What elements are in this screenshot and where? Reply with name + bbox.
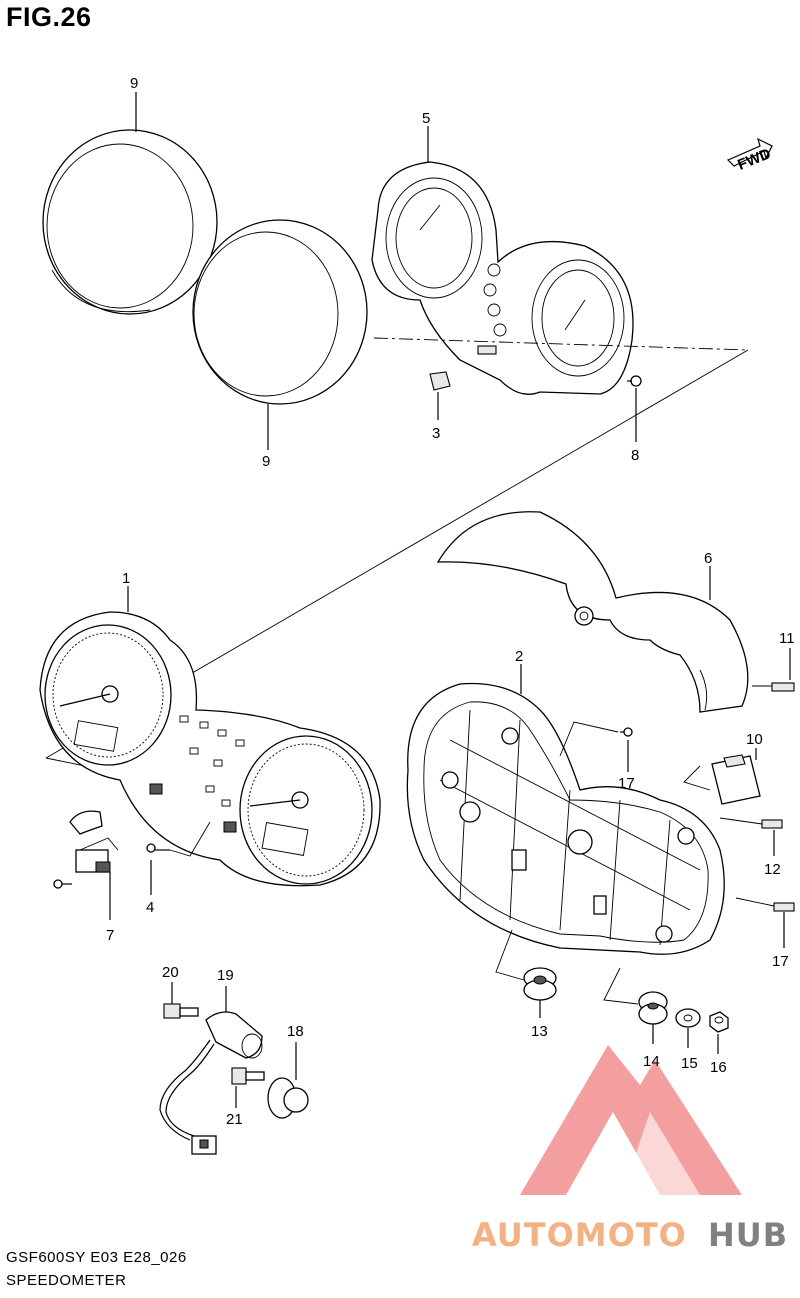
part-12-screw [719, 817, 783, 856]
callout-9-upper: 9 [130, 75, 138, 92]
callout-17-upper: 17 [618, 775, 635, 792]
part-8-screw [627, 375, 642, 442]
figure-title: FIG.26 [6, 2, 92, 32]
callout-12: 12 [764, 861, 781, 878]
part-7-bulb-socket [53, 810, 119, 920]
callout-18: 18 [287, 1023, 304, 1040]
part-2-meter-case [406, 682, 725, 955]
part-11-screw [752, 648, 795, 692]
part-4-screw [146, 821, 211, 895]
part-3-knob [429, 371, 451, 420]
diagram-code: GSF600SY E03 E28_026 [6, 1249, 187, 1266]
callout-14: 14 [643, 1053, 660, 1070]
callout-10: 10 [746, 731, 763, 748]
part-21-bolt [231, 1067, 265, 1108]
callout-labels: 9 5 9 3 8 1 6 2 11 10 17 12 17 7 4 13 14… [106, 75, 795, 1128]
part-18-gear [267, 1042, 309, 1119]
part-9-cover-ring-upper [42, 129, 218, 315]
part-16-nut [709, 1011, 729, 1054]
part-13-grommet [495, 929, 557, 1018]
callout-15: 15 [681, 1055, 698, 1072]
part-17-screw-upper [559, 721, 633, 772]
callout-17-lower: 17 [772, 953, 789, 970]
part-19-sensor [159, 986, 263, 1155]
callout-20: 20 [162, 964, 179, 981]
part-20-bolt [163, 982, 199, 1019]
callout-7: 7 [106, 927, 114, 944]
watermark-text-hub: HUB [708, 1216, 788, 1254]
part-17-screw-lower [735, 897, 795, 948]
callout-3: 3 [432, 425, 440, 442]
callout-1: 1 [122, 570, 130, 587]
callout-13: 13 [531, 1023, 548, 1040]
callout-21: 21 [226, 1111, 243, 1128]
callout-19: 19 [217, 967, 234, 984]
callout-6: 6 [704, 550, 712, 567]
callout-2: 2 [515, 648, 523, 665]
callout-4: 4 [146, 899, 154, 916]
callout-9-lower: 9 [262, 453, 270, 470]
callout-8: 8 [631, 447, 639, 464]
part-6-meter-cover [436, 511, 749, 713]
watermark-logo [520, 1045, 742, 1195]
callout-5: 5 [422, 110, 430, 127]
part-5-meter-upper-case [371, 161, 634, 395]
diagram-name: SPEEDOMETER [6, 1272, 127, 1289]
part-9-cover-ring-lower [192, 219, 368, 405]
watermark-text-automoto: AUTOMOTO [472, 1216, 687, 1254]
part-14-grommet [603, 967, 668, 1044]
fwd-arrow-icon: FWD [726, 137, 773, 174]
fwd-label: FWD [735, 145, 773, 174]
part-1-meter-assembly [39, 611, 381, 887]
watermark-text: AUTOMOTO HUB [472, 1216, 788, 1254]
part-10-pad [683, 748, 761, 805]
part-15-washer [675, 1008, 701, 1048]
callout-16: 16 [710, 1059, 727, 1076]
callout-11: 11 [779, 630, 795, 647]
